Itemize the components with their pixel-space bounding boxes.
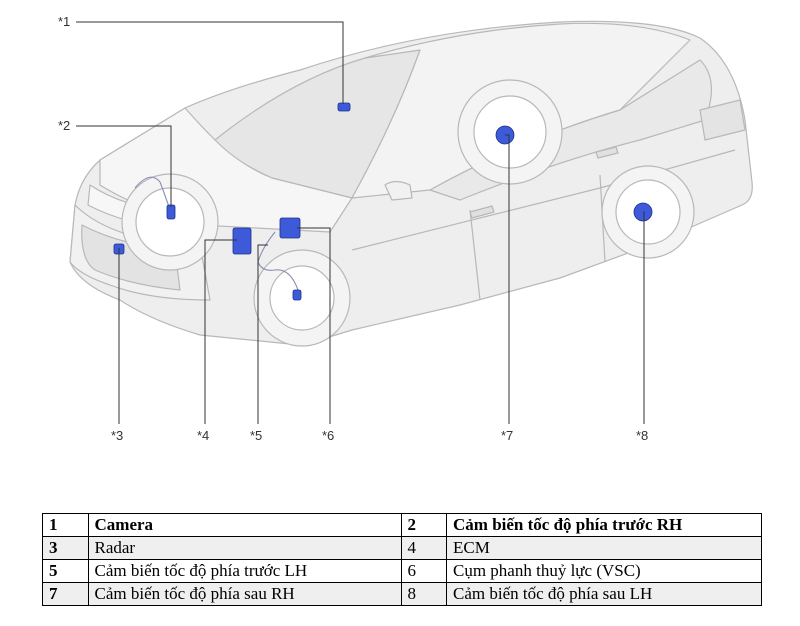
legend-label: Cảm biến tốc độ phía sau RH — [87, 582, 402, 606]
callout-2: *2 — [58, 118, 70, 133]
legend-number: 8 — [400, 582, 447, 606]
wheel-front-left-rim — [135, 187, 205, 257]
callout-8: *8 — [636, 428, 648, 443]
legend-label: Cụm phanh thuỷ lực (VSC) — [446, 559, 762, 583]
legend-number: 2 — [400, 513, 447, 537]
legend-number: 7 — [42, 582, 89, 606]
ecm-component — [232, 227, 252, 255]
legend-label: Radar — [87, 536, 402, 560]
callout-5: *5 — [250, 428, 262, 443]
legend-table: 1 Camera 2 Cảm biến tốc độ phía trước RH… — [42, 513, 762, 606]
door-handle-rear — [595, 146, 619, 159]
legend-row: 3 Radar 4 ECM — [42, 536, 762, 560]
legend-row: 7 Cảm biến tốc độ phía sau RH 8 Cảm biến… — [42, 582, 762, 606]
legend-number: 1 — [42, 513, 89, 537]
leader-line-7 — [505, 134, 510, 424]
leader-line-1 — [76, 21, 344, 104]
legend-number: 4 — [400, 536, 447, 560]
leader-line-6 — [297, 227, 331, 424]
leader-line-2 — [76, 125, 172, 207]
door-handle-front — [469, 205, 495, 219]
car-components-diagram: *1 *2 *3 *4 *5 *6 *7 *8 — [58, 14, 753, 443]
wheels — [121, 79, 695, 347]
callout-1: *1 — [58, 14, 70, 29]
leader-line-4 — [204, 239, 237, 424]
legend-number: 3 — [42, 536, 89, 560]
legend-row: 1 Camera 2 Cảm biến tốc độ phía trước RH — [42, 513, 762, 537]
camera-component — [337, 102, 351, 112]
mirror — [384, 180, 413, 201]
front-speed-sensor-lh-component — [292, 289, 302, 301]
leader-line-8 — [643, 211, 645, 424]
grille — [81, 224, 181, 291]
rear-lamp — [699, 99, 746, 141]
leader-lines — [76, 21, 645, 424]
callout-labels: *1 *2 *3 *4 *5 *6 *7 *8 — [58, 14, 648, 443]
front-speed-sensor-rh-component — [166, 204, 176, 220]
legend-row: 5 Cảm biến tốc độ phía trước LH 6 Cụm ph… — [42, 559, 762, 583]
side-panel-line — [351, 149, 736, 251]
wheel-front-right-rim — [269, 265, 335, 331]
legend-label: Camera — [87, 513, 402, 537]
callout-4: *4 — [197, 428, 209, 443]
legend-label: ECM — [446, 536, 762, 560]
legend-label: Cảm biến tốc độ phía sau LH — [446, 582, 762, 606]
callout-7: *7 — [501, 428, 513, 443]
callout-3: *3 — [111, 428, 123, 443]
legend-number: 6 — [400, 559, 447, 583]
leader-line-5 — [257, 244, 268, 424]
legend-number: 5 — [42, 559, 89, 583]
wiring — [134, 176, 299, 291]
legend-label: Cảm biến tốc độ phía trước LH — [87, 559, 402, 583]
legend-label: Cảm biến tốc độ phía trước RH — [446, 513, 762, 537]
callout-6: *6 — [322, 428, 334, 443]
